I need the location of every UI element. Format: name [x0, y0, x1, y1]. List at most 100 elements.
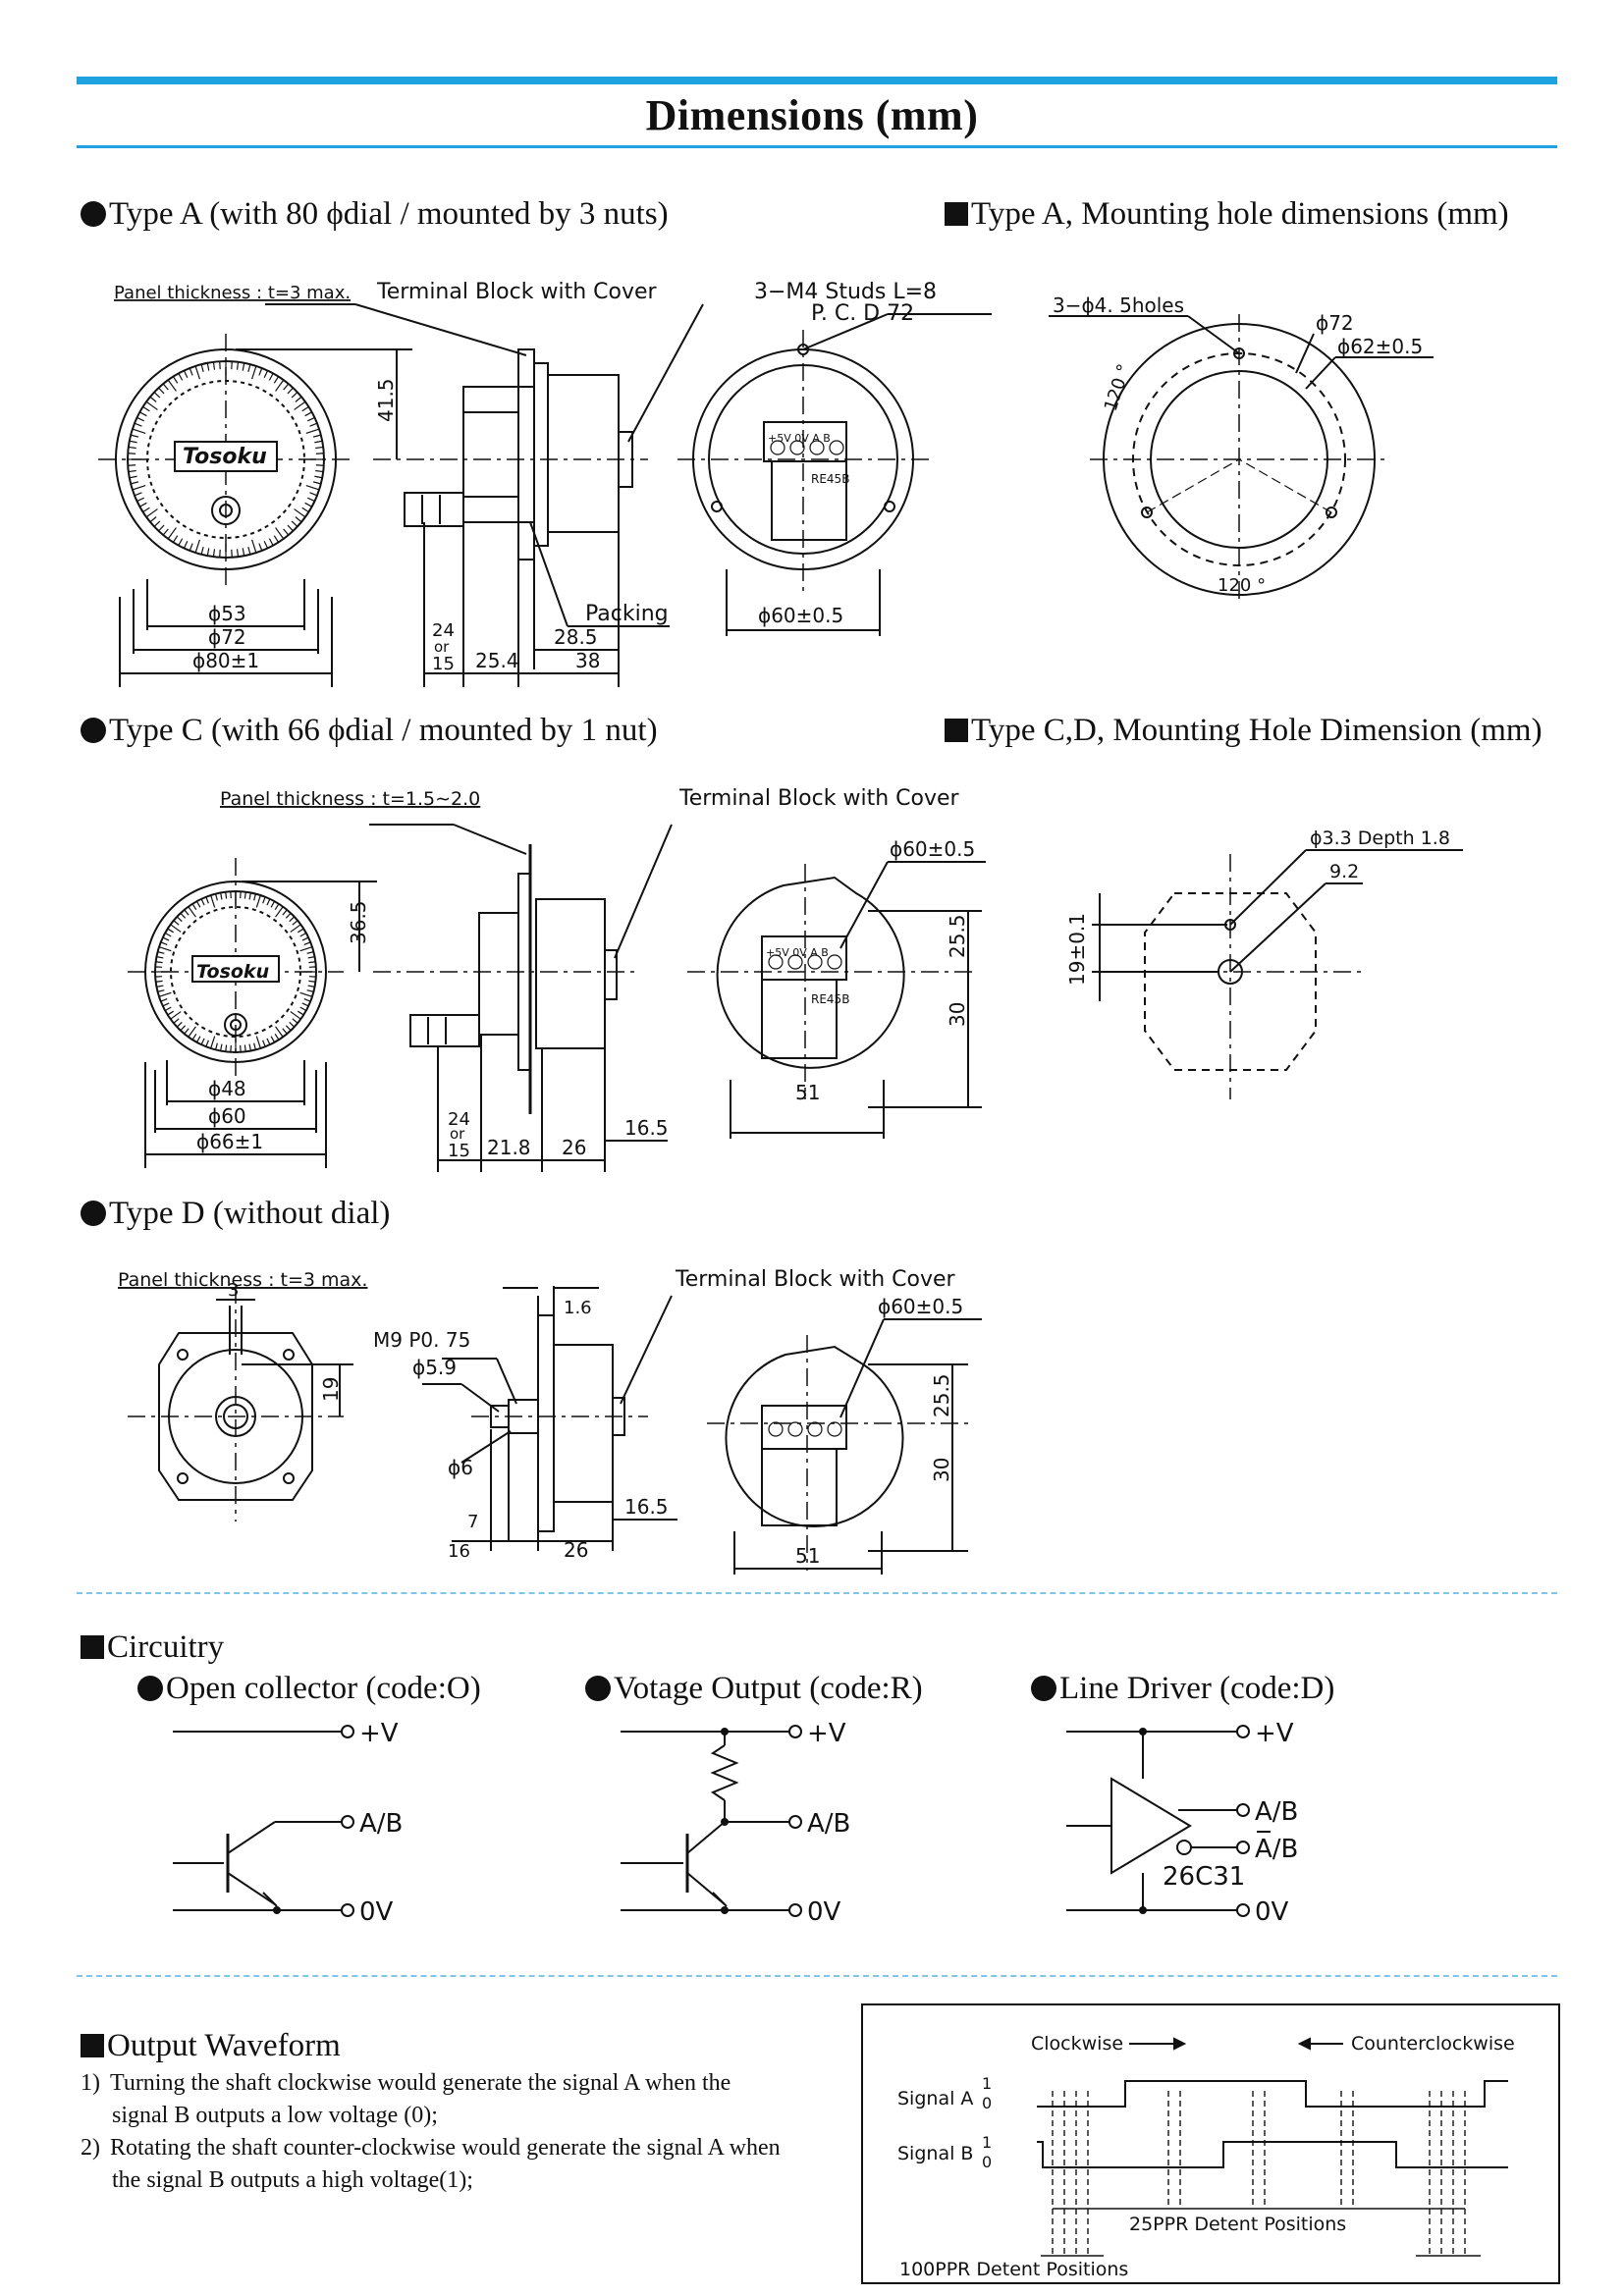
type-d-terminal-label: Terminal Block with Cover [675, 1267, 956, 1292]
dial-tick [301, 507, 309, 513]
ld-ab-bar: A/B [1255, 1835, 1298, 1864]
dial-tick [251, 365, 257, 380]
bullet-icon [81, 1201, 106, 1226]
mount-cd-heading: Type C,D, Mounting Hole Dimension (mm) [945, 713, 1561, 749]
dial-tick [314, 440, 323, 444]
dial-tick [303, 941, 311, 945]
ld-ab: A/B [1255, 1797, 1298, 1827]
waveform-b-zero: 0 [982, 2153, 992, 2171]
mount-cd-vertical: 19±0.1 [1065, 913, 1089, 986]
oc-0v: 0V [359, 1897, 394, 1927]
dial-tick [158, 946, 172, 952]
dial-tick [255, 1036, 261, 1049]
dial-tick [191, 1034, 197, 1041]
dial-tick [282, 1028, 288, 1035]
dial-tick [283, 383, 290, 391]
dial-tick [155, 980, 163, 983]
dial-tick [282, 909, 288, 916]
circuit-diagrams: +V A/B 0V +V A/B 0V +V A/B A/B 26C31 0V [173, 1719, 1298, 1927]
dial-tick [305, 485, 320, 491]
dial-tick [195, 900, 201, 908]
dial-tick [183, 370, 189, 379]
dial-tick [157, 951, 165, 954]
dial-tick [139, 411, 147, 417]
type-c-heading: Type C (with 66 ϕdial / mounted by 1 nut… [81, 713, 658, 749]
dial-tick [236, 361, 240, 370]
dial-tick [219, 361, 221, 370]
dial-tick [205, 896, 209, 904]
dial-tick [306, 951, 314, 954]
dial-tick [312, 434, 322, 438]
dial-tick [314, 475, 323, 479]
type-c-v30: 30 [946, 1002, 969, 1027]
dial-tick [158, 524, 165, 532]
dial-tick [145, 508, 158, 518]
type-d-d6: ϕ6 [448, 1456, 473, 1479]
dial-tick [167, 379, 177, 392]
dial-tick [299, 932, 307, 937]
type-c-v25-5: 25.5 [946, 914, 969, 958]
type-d-dim-1-6: 1.6 [564, 1298, 592, 1318]
type-c-panel-label: Panel thickness : t=1.5∼2.0 [220, 788, 480, 810]
dial-tick [308, 980, 316, 983]
type-a-model-label: RE45B [811, 472, 849, 486]
dial-tick [307, 985, 315, 988]
type-c-dim-21-8: 21.8 [487, 1136, 531, 1159]
dial-tick [184, 909, 189, 916]
type-a-panel-label: Panel thickness : t=3 max. [114, 283, 351, 303]
dial-tick [200, 363, 204, 373]
type-d-terminal-screws [768, 1421, 842, 1437]
dial-tick [160, 941, 168, 945]
dial-tick [266, 1038, 271, 1045]
type-c-dim-26: 26 [562, 1136, 586, 1159]
dial-tick [306, 497, 315, 503]
dial-tick [263, 370, 269, 379]
dial-tick [312, 481, 322, 485]
dial-tick [304, 502, 312, 507]
dial-tick [139, 502, 147, 507]
dial-tick [130, 481, 139, 485]
dial-tick [292, 920, 298, 926]
dial-tick [274, 903, 280, 910]
type-a-d80: ϕ80±1 [192, 649, 259, 672]
dial-tick [295, 516, 302, 523]
dial-tick [172, 376, 179, 384]
dial-tick [129, 475, 137, 479]
dial-tick [244, 1044, 246, 1052]
bullet-icon [137, 1676, 163, 1701]
waveform-diagram: Clockwise Counterclockwise Signal A Sign… [861, 2003, 1560, 2284]
dial-tick [172, 535, 179, 543]
type-c-terminal-label: Terminal Block with Cover [678, 786, 960, 811]
dial-tick [170, 1011, 182, 1020]
type-d-w51: 51 [795, 1544, 820, 1568]
dial-tick [262, 896, 266, 904]
dial-tick [242, 548, 245, 557]
dial-tick [194, 539, 200, 554]
dial-tick [164, 1006, 172, 1012]
type-a-terminal-screws [770, 440, 844, 455]
dial-tick [275, 379, 285, 392]
dial-tick [142, 405, 150, 412]
dial-tick [298, 928, 304, 934]
square-bullet-icon [945, 719, 968, 742]
page-title: Dimensions (mm) [645, 91, 979, 139]
type-a-d53: ϕ53 [208, 602, 246, 625]
type-d-v30: 30 [930, 1458, 953, 1482]
header-top-rule [77, 77, 1557, 84]
dial-tick [270, 900, 276, 908]
section-divider [77, 1592, 1557, 1594]
dial-tick [285, 1025, 292, 1032]
type-a-height-dim: 41.5 [374, 378, 398, 422]
waveform-note-1: 1)Turning the shaft clockwise would gene… [81, 2070, 731, 2128]
type-d-dim-7: 7 [467, 1512, 478, 1532]
vo-ab: A/B [807, 1809, 850, 1839]
dial-tick [274, 1034, 280, 1041]
type-a-terminal-label: Terminal Block with Cover [376, 280, 658, 304]
dial-tick [315, 464, 324, 466]
dial-tick [153, 520, 161, 527]
dial-tick [315, 446, 324, 450]
dial-tick [304, 411, 312, 417]
dial-tick [301, 936, 309, 941]
type-a-side-24: 24 [432, 620, 455, 641]
dial-tick [220, 1043, 223, 1051]
